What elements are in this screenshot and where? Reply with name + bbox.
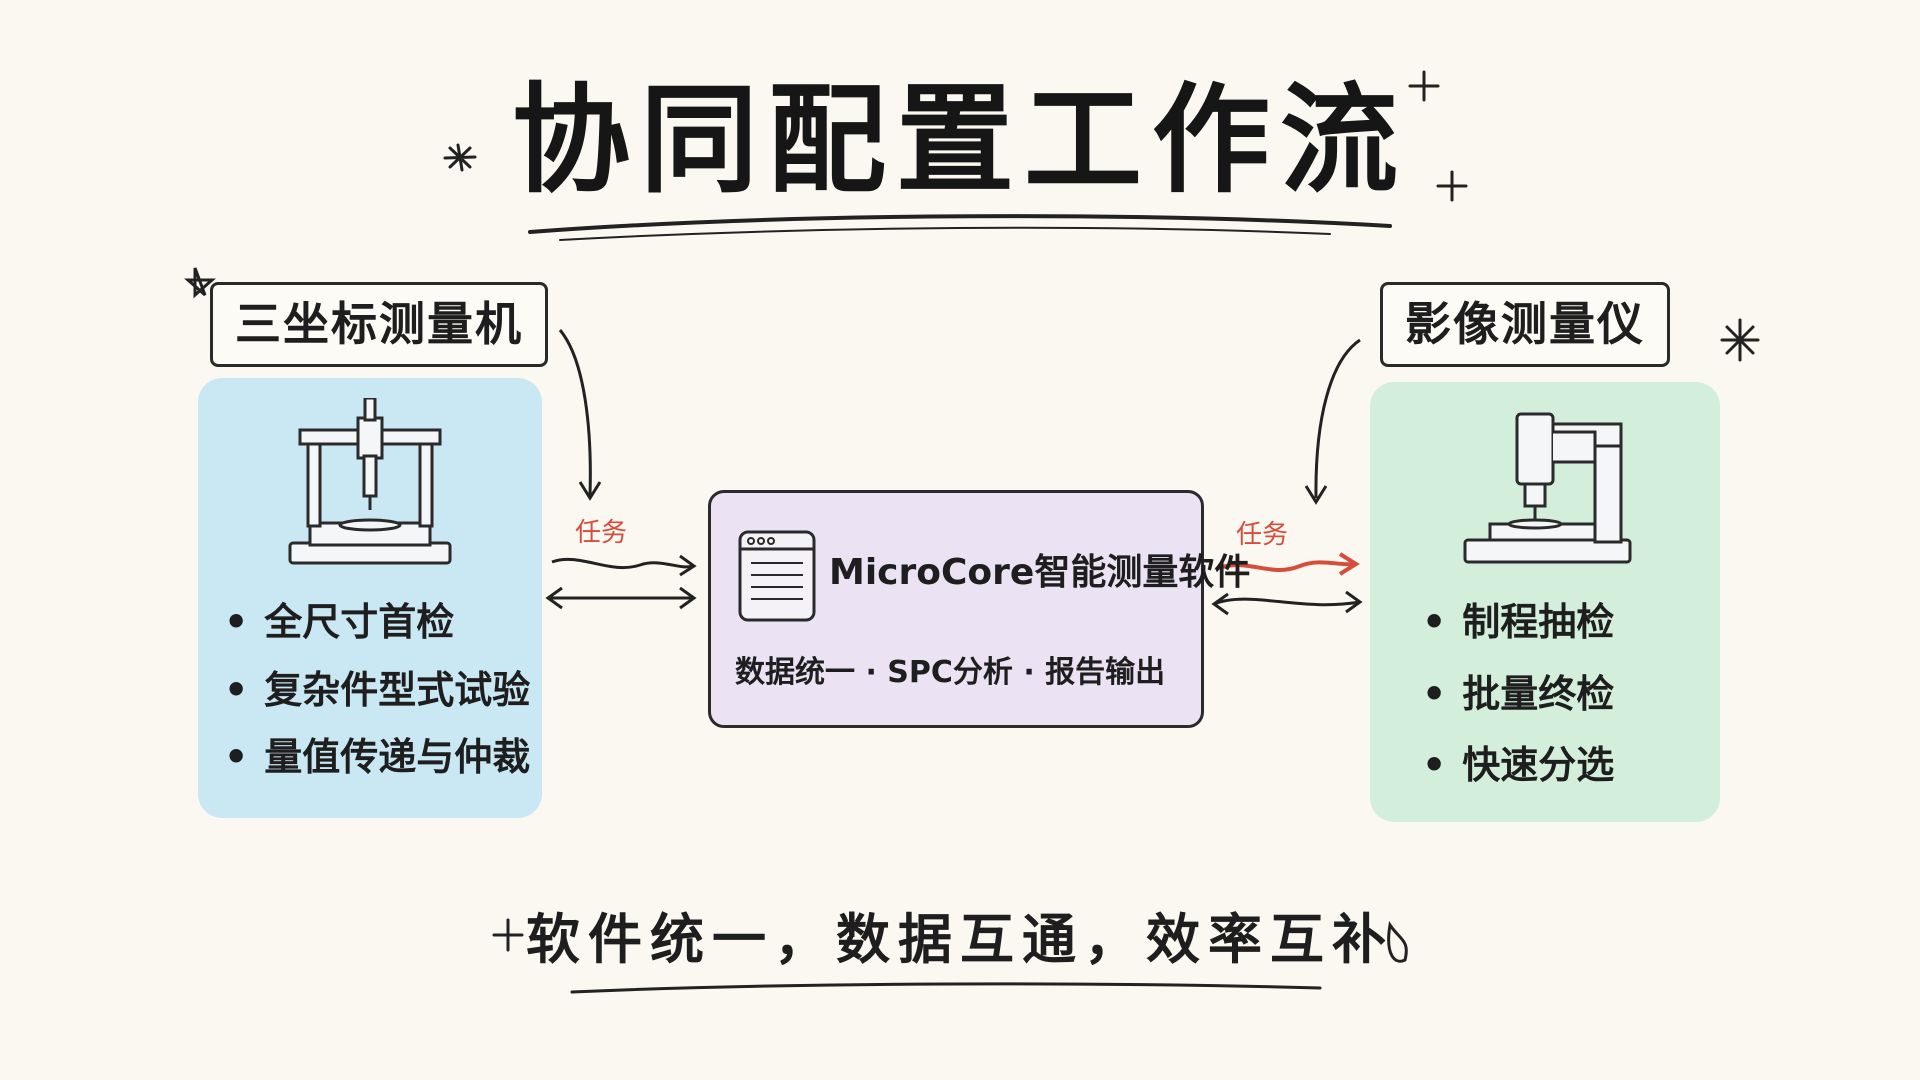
right-arrow-label: 任务 <box>1236 520 1289 550</box>
footer-underline <box>570 982 1322 994</box>
cmm-label: 三坐标测量机 <box>210 282 548 368</box>
page-title: 协同配置工作流 <box>511 71 1408 209</box>
title-underline-2 <box>559 226 1331 241</box>
right-down-arrow <box>1314 338 1361 499</box>
left-wavy-arrow <box>551 557 693 570</box>
right-double-arrowhead-l <box>1211 592 1229 616</box>
vision-panel: 制程抽检 批量终检 快速分选 <box>1370 382 1720 822</box>
left-wavy-arrowhead <box>679 554 697 577</box>
cmm-feature-list: 全尺寸首检 复杂件型式试验 量值传递与仲裁 <box>224 600 530 803</box>
left-down-arrowhead <box>578 481 602 501</box>
list-item: 复杂件型式试验 <box>224 668 530 714</box>
left-double-arrowhead-r <box>679 586 697 610</box>
software-subtitle: 数据统一 · SPC分析 · 报告输出 <box>735 655 1166 690</box>
right-red-arrowhead <box>1338 552 1360 576</box>
left-down-arrow <box>558 329 592 496</box>
left-arrow-label: 任务 <box>575 518 628 548</box>
vision-label: 影像测量仪 <box>1380 282 1670 368</box>
title-underline <box>528 214 1392 234</box>
footer-slogan: 软件统一，数据互通，效率互补 <box>526 908 1394 971</box>
right-double-arrow <box>1213 597 1361 607</box>
software-title: MicroCore智能测量软件 <box>829 552 1251 593</box>
vision-feature-list: 制程抽检 批量终检 快速分选 <box>1422 600 1614 815</box>
right-double-arrowhead-r <box>1345 590 1363 614</box>
list-item: 批量终检 <box>1422 672 1614 718</box>
list-item: 全尺寸首检 <box>224 600 530 646</box>
list-item: 制程抽检 <box>1422 600 1614 646</box>
software-box: MicroCore智能测量软件 数据统一 · SPC分析 · 报告输出 <box>708 490 1250 728</box>
cmm-machine-icon <box>198 398 542 578</box>
cmm-panel: 全尺寸首检 复杂件型式试验 量值传递与仲裁 <box>198 378 542 818</box>
left-double-arrowhead-l <box>545 586 563 610</box>
vision-measuring-machine-icon <box>1370 402 1720 582</box>
right-down-arrowhead <box>1304 485 1328 505</box>
list-item: 量值传递与仲裁 <box>224 735 530 781</box>
software-window-icon <box>737 529 817 627</box>
list-item: 快速分选 <box>1422 743 1614 789</box>
